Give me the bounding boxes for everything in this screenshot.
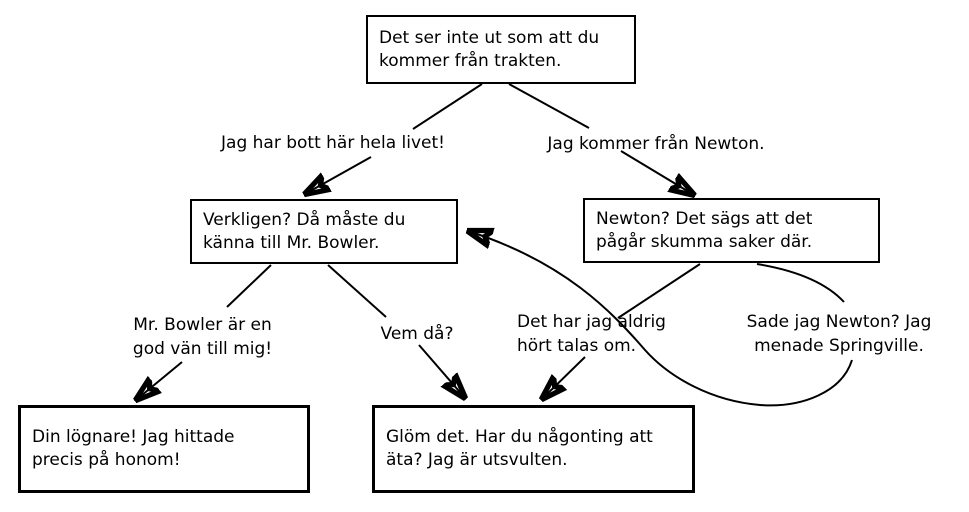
edge-really-forget-seg2 [418, 344, 465, 398]
node-start: Det ser inte ut som att du kommer från t… [366, 15, 636, 84]
node-liar: Din lögnare! Jag hittade precis på honom… [18, 405, 310, 493]
edge-start-really-seg1 [412, 83, 483, 130]
node-forget-hungry: Glöm det. Har du någonting att äta? Jag … [372, 405, 695, 493]
node-liar-line1: Din lögnare! Jag hittade [32, 427, 235, 447]
node-forget-line1: Glöm det. Har du någonting att [386, 427, 653, 447]
edge-really-liar-seg2 [136, 361, 183, 400]
edge-label-who: Vem då? [380, 324, 454, 344]
node-newton-line2: pågår skumma saker där. [596, 231, 813, 252]
node-really-line1: Verkligen? Då måste du [203, 209, 406, 230]
node-start-line1: Det ser inte ut som att du [379, 27, 600, 48]
node-really-know-bowler: Verkligen? Då måste du känna till Mr. Bo… [190, 199, 458, 264]
edge-label-lived-here: Jag har bott här hela livet! [221, 133, 445, 153]
edge-label-springville: Sade jag Newton? Jag menade Springville. [746, 312, 932, 356]
edge-label-from-newton: Jag kommer från Newton. [547, 134, 765, 154]
edge-start-newton-seg1 [508, 83, 590, 129]
edge-label-good-friend: Mr. Bowler är en god vän till mig! [132, 315, 273, 359]
edge-really-forget-seg1 [327, 264, 387, 318]
edge-start-newton-seg2 [620, 150, 694, 195]
edge-newton-really-seg1 [756, 263, 845, 303]
edge-newton-forget-seg1 [617, 263, 701, 319]
edge-label-never-heard: Det har jag aldrig hört talas om. [517, 312, 666, 356]
node-forget-line2: äta? Jag är utsvulten. [386, 450, 568, 470]
node-newton-shady: Newton? Det sägs att det pågår skumma sa… [583, 198, 880, 263]
node-liar-line2: precis på honom! [32, 450, 181, 470]
edge-start-really-seg2 [305, 156, 372, 194]
edge-newton-forget-seg2 [542, 356, 586, 399]
edge-really-liar-seg1 [226, 264, 272, 308]
edge-newton-really-seg2 [468, 231, 853, 407]
node-start-line2: kommer från trakten. [379, 50, 562, 71]
node-really-line2: känna till Mr. Bowler. [203, 232, 380, 253]
node-newton-line1: Newton? Det sägs att det [596, 208, 813, 229]
